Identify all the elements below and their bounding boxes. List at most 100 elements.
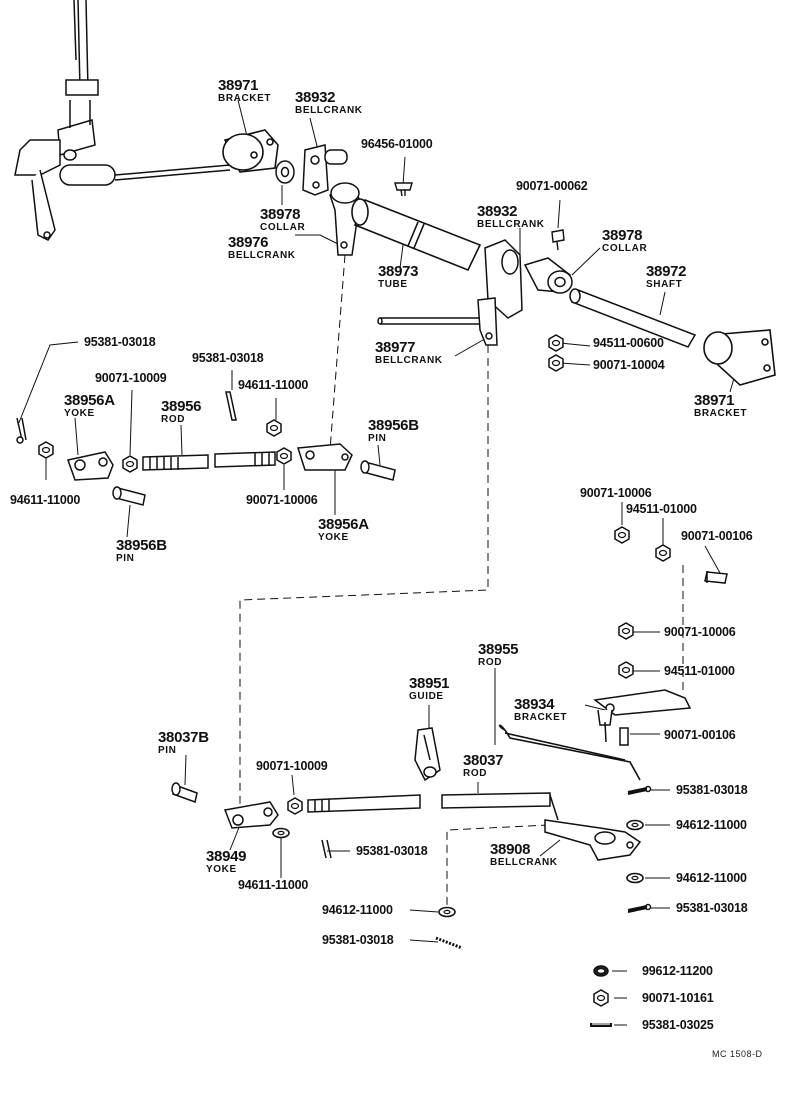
label-90071-10006-c: 90071-10006 (664, 625, 736, 639)
part-number: 38971 (694, 392, 735, 409)
rod-38955 (498, 724, 641, 781)
bolt-90071-00062 (551, 229, 565, 251)
part-number: 38955 (478, 641, 519, 658)
label-95381-03018-e: 95381-03018 (676, 901, 748, 915)
part-name: BELLCRANK (228, 250, 296, 261)
part-number: 38949 (206, 848, 247, 865)
label-90071-10009-a: 90071-10009 (95, 371, 167, 385)
part-name: TUBE (378, 279, 408, 290)
label-95381-03018-a: 95381-03018 (84, 335, 156, 349)
label-94611-11000-b: 94611-11000 (10, 493, 81, 507)
part-name: YOKE (64, 408, 95, 419)
part-number: 38978 (260, 206, 301, 223)
part-number: 38932 (477, 203, 518, 220)
label-90071-10161: 90071-10161 (642, 991, 714, 1005)
part-name: BELLCRANK (477, 219, 545, 230)
part-number: 38956B (116, 537, 167, 554)
part-number: 38972 (646, 263, 687, 280)
loose-hardware (435, 785, 652, 1027)
label-95381-03018-f: 95381-03018 (322, 933, 394, 947)
bracket-38934-group (593, 526, 728, 746)
label-90071-00062: 90071-00062 (516, 179, 588, 193)
part-name: BELLCRANK (375, 355, 443, 366)
label-99612-11200: 99612-11200 (642, 964, 713, 978)
part-number: 38037 (463, 752, 504, 769)
bellcrank-38908 (544, 819, 642, 861)
label-90071-10006-a: 90071-10006 (246, 493, 318, 507)
part-name: YOKE (206, 864, 237, 875)
label-94612-11000-b: 94612-11000 (676, 871, 747, 885)
label-90071-10006-b: 90071-10006 (580, 486, 652, 500)
bolt-96456 (394, 182, 413, 197)
part-name: GUIDE (409, 691, 444, 702)
label-90071-00106-b: 90071-00106 (664, 728, 736, 742)
label-90071-10004: 90071-10004 (593, 358, 665, 372)
part-number: 38973 (378, 263, 419, 280)
part-number: 38934 (514, 696, 555, 713)
part-number: 38956A (318, 516, 369, 533)
part-name: SHAFT (646, 279, 683, 290)
part-name: PIN (158, 745, 177, 756)
label-95381-03025: 95381-03025 (642, 1018, 714, 1032)
rod-38037 (441, 792, 559, 821)
label-95381-03018-b: 95381-03018 (192, 351, 264, 365)
part-number: 38977 (375, 339, 416, 356)
label-94511-00600: 94511-00600 (593, 336, 664, 350)
label-94511-01000-a: 94511-01000 (626, 502, 697, 516)
bellcrank-38977 (377, 297, 498, 346)
part-name: BRACKET (514, 712, 568, 723)
part-number: 38976 (228, 234, 269, 251)
dashed-leader-38976 (329, 254, 346, 451)
part-name: BELLCRANK (295, 105, 363, 116)
rod-assembly-38956 (16, 391, 396, 506)
part-number: 38908 (490, 841, 531, 858)
part-number: 38956B (368, 417, 419, 434)
part-name: ROD (161, 414, 186, 425)
part-name: PIN (368, 433, 387, 444)
part-number: 38037B (158, 729, 209, 746)
footer-code: MC 1508-D (712, 1049, 763, 1059)
label-90071-10009-b: 90071-10009 (256, 759, 328, 773)
part-number: 38951 (409, 675, 450, 692)
collar-38978-left (275, 160, 295, 184)
part-name: COLLAR (260, 222, 306, 233)
part-name: ROD (463, 768, 488, 779)
bellcrank-38976 (329, 182, 361, 256)
part-name: BRACKET (218, 93, 272, 104)
part-number: 38956A (64, 392, 115, 409)
tube-38973 (351, 198, 482, 272)
part-name: YOKE (318, 532, 349, 543)
part-number: 38932 (295, 89, 336, 106)
carburetor-linkage (14, 0, 231, 241)
collar-38978-right (523, 257, 573, 294)
part-name: BELLCRANK (490, 857, 558, 868)
label-94612-11000-a: 94612-11000 (676, 818, 747, 832)
shaft-38972 (569, 288, 697, 348)
part-number: 38956 (161, 398, 202, 415)
yoke-38949-group (171, 782, 421, 859)
part-name: PIN (116, 553, 135, 564)
label-94612-11000-c: 94612-11000 (322, 903, 393, 917)
label-95381-03018-d: 95381-03018 (356, 844, 428, 858)
